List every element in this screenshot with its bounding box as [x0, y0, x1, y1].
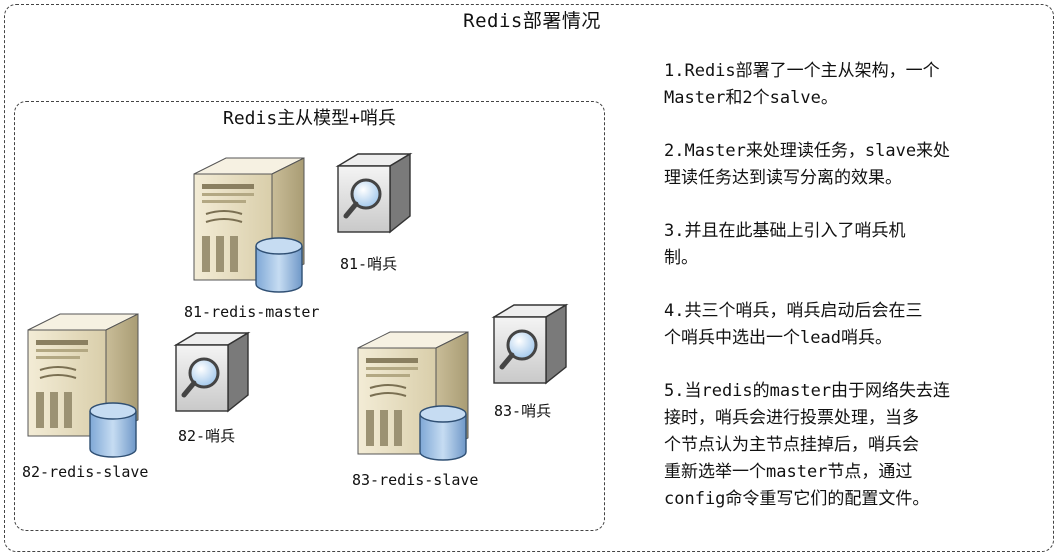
- note-5-line-5: config命令重写它们的配置文件。: [664, 489, 930, 509]
- note-4-line-2: 个哨兵中选出一个lead哨兵。: [664, 328, 892, 348]
- note-1-line-1: 1.Redis部署了一个主从架构，一个: [664, 61, 940, 81]
- diagram-title: Redis部署情况: [463, 10, 601, 32]
- note-2-line-2: 理读任务达到读写分离的效果。: [664, 168, 902, 188]
- sentinel-83-label: 83-哨兵: [494, 402, 552, 420]
- note-3-line-2: 制。: [664, 248, 698, 268]
- magnifier-icon: [334, 150, 414, 236]
- database-icon: [254, 236, 304, 294]
- note-3-line-1: 3.并且在此基础上引入了哨兵机: [664, 221, 906, 241]
- slave-83-label: 83-redis-slave: [352, 471, 479, 489]
- slave-83-db: [418, 404, 468, 462]
- sentinel-83: [490, 301, 570, 387]
- master-db: [254, 236, 304, 294]
- note-5-line-3: 个节点认为主节点挂掉后，哨兵会: [664, 435, 919, 455]
- database-icon: [418, 404, 468, 462]
- magnifier-icon: [172, 329, 252, 415]
- group-title: Redis主从模型+哨兵: [222, 108, 397, 129]
- note-4-line-1: 4.共三个哨兵，哨兵启动后会在三: [664, 301, 923, 321]
- sentinel-82: [172, 329, 252, 415]
- slave-82-label: 82-redis-slave: [22, 463, 149, 481]
- note-2-line-1: 2.Master来处理读任务，slave来处: [664, 141, 951, 161]
- notes-panel: 1.Redis部署了一个主从架构，一个 Master和2个salve。 2.Ma…: [664, 58, 1044, 539]
- master-label: 81-redis-master: [184, 303, 320, 321]
- note-5-line-1: 5.当redis的master由于网络失去连: [664, 381, 951, 401]
- note-5-line-4: 重新选举一个master节点，通过: [664, 462, 913, 482]
- magnifier-icon: [490, 301, 570, 387]
- note-5-line-2: 接时，哨兵会进行投票处理，当多: [664, 408, 919, 428]
- database-icon: [88, 401, 138, 459]
- note-4: 4.共三个哨兵，哨兵启动后会在三 个哨兵中选出一个lead哨兵。: [664, 298, 1044, 352]
- note-3: 3.并且在此基础上引入了哨兵机 制。: [664, 218, 1044, 272]
- sentinel-81: [334, 150, 414, 236]
- outer-frame: [4, 4, 1054, 552]
- sentinel-82-label: 82-哨兵: [178, 427, 236, 445]
- note-1: 1.Redis部署了一个主从架构，一个 Master和2个salve。: [664, 58, 1044, 112]
- note-5: 5.当redis的master由于网络失去连 接时，哨兵会进行投票处理，当多 个…: [664, 378, 1044, 513]
- note-1-line-2: Master和2个salve。: [664, 88, 838, 108]
- note-2: 2.Master来处理读任务，slave来处 理读任务达到读写分离的效果。: [664, 138, 1044, 192]
- slave-82-db: [88, 401, 138, 459]
- sentinel-81-label: 81-哨兵: [340, 255, 398, 273]
- group-frame: [14, 101, 605, 531]
